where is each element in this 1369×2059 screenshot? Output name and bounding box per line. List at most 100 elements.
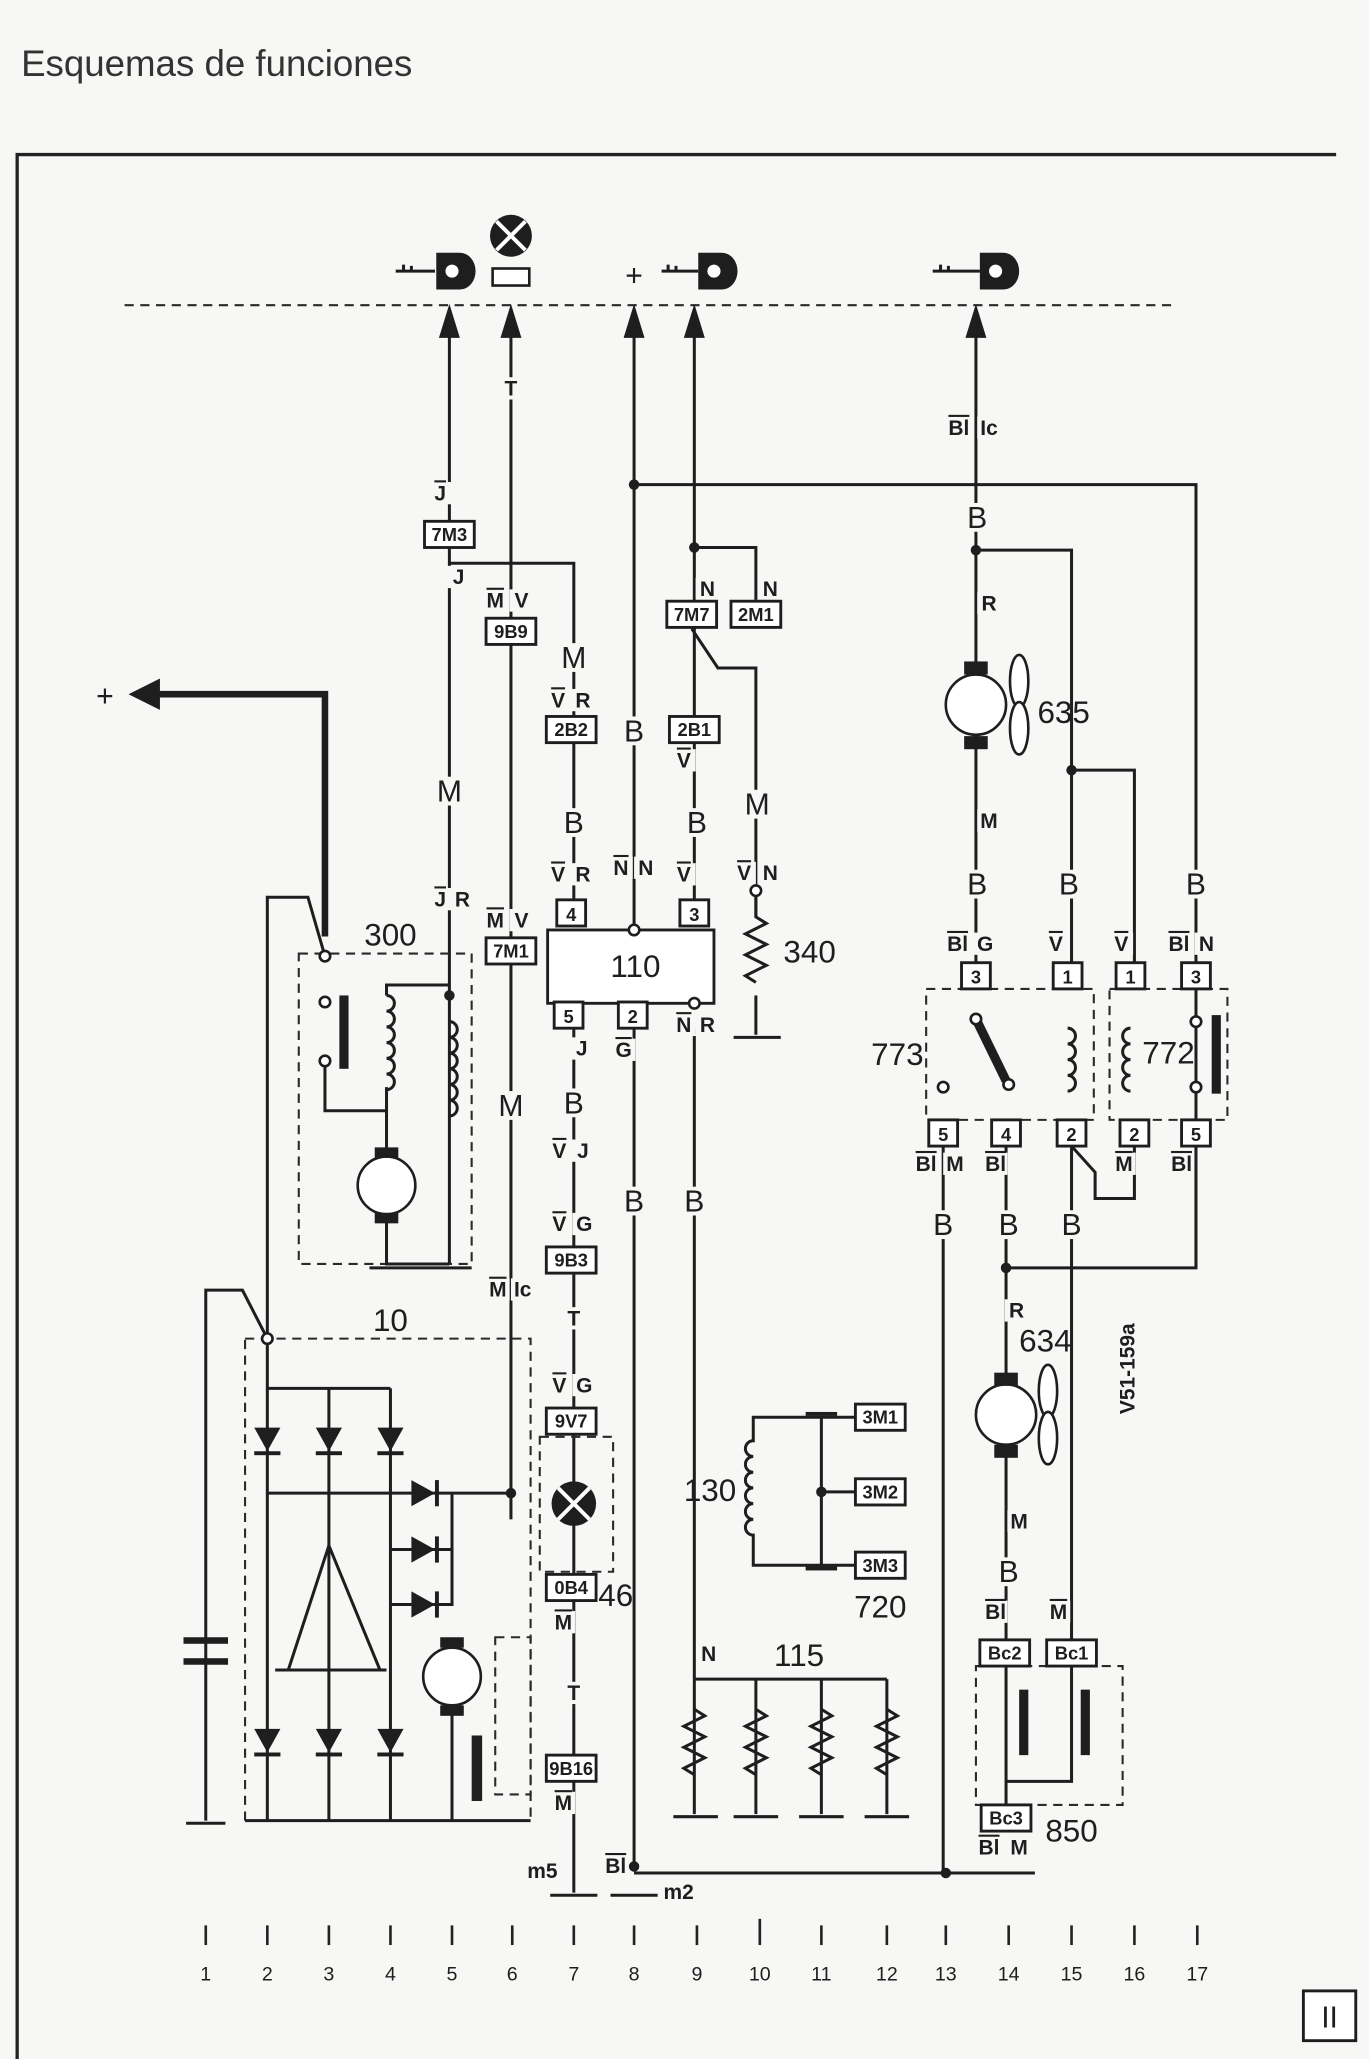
connector xyxy=(665,599,719,629)
connector xyxy=(484,616,538,646)
connector xyxy=(484,936,538,966)
wire-color-label: Bl xyxy=(985,1601,1006,1624)
component-label: 10 xyxy=(373,1303,408,1338)
pin-number: 3 xyxy=(971,967,981,988)
column-number: 17 xyxy=(1186,1963,1208,1985)
wire-color-label: R xyxy=(1009,1300,1024,1323)
wire-label-gap xyxy=(947,416,971,439)
wire-label-gap xyxy=(965,502,990,532)
wire-label-gap xyxy=(695,577,720,600)
wire-label-gap xyxy=(483,589,508,612)
wire-color-label: V xyxy=(1114,933,1128,956)
connector xyxy=(853,1402,907,1432)
fan-motor-635 xyxy=(944,653,1030,756)
column-number: 15 xyxy=(1061,1963,1083,1985)
wire-color-label: M xyxy=(1115,1153,1132,1176)
wire-label-gap xyxy=(499,1091,523,1120)
wire-color-label: R xyxy=(700,1014,715,1037)
pin-box xyxy=(678,898,711,928)
wire-label-gap xyxy=(732,861,756,885)
wire-color-label: M xyxy=(555,1611,572,1634)
wire-color-label: V xyxy=(514,909,528,932)
column-number: 14 xyxy=(998,1963,1020,1985)
wire-label-gap xyxy=(983,1152,1008,1175)
wire-label-gap xyxy=(562,643,586,672)
connector-label: Bc1 xyxy=(1055,1643,1089,1664)
diode-icons xyxy=(254,1427,439,1757)
wire-color-label: G xyxy=(977,933,993,956)
column-number: 6 xyxy=(507,1963,518,1985)
wire-label-gap xyxy=(546,863,570,886)
switch-850 xyxy=(974,1665,1124,1806)
component-label: 772 xyxy=(1142,1036,1194,1071)
connector xyxy=(853,1477,907,1507)
wire-color-label: Bl xyxy=(948,417,969,440)
wire-color-label: Bl xyxy=(916,1153,937,1176)
wire-color-label: G xyxy=(576,1374,592,1397)
wire-color-label: B xyxy=(967,869,987,902)
wire-color-label: B xyxy=(564,1087,584,1120)
wire-color-label: Bl xyxy=(1171,1153,1192,1176)
battery-feed-wire xyxy=(150,690,329,937)
connector-label: 9B3 xyxy=(554,1250,588,1271)
wire-label-gap xyxy=(603,1854,628,1877)
wire-label-gap xyxy=(685,808,709,837)
column-number: 4 xyxy=(385,1963,396,1985)
pin-number: 1 xyxy=(1063,967,1073,988)
wire-color-label: M xyxy=(437,776,462,809)
wire-color-label: N xyxy=(763,578,778,601)
connector xyxy=(978,1638,1032,1668)
column-number: 10 xyxy=(749,1963,771,1985)
wire-color-label: M xyxy=(561,642,586,675)
wire-color-label: N xyxy=(701,1643,716,1666)
wire-color-label: Ic xyxy=(514,1279,532,1302)
wire-color-label: M xyxy=(498,1090,523,1123)
wire-color-label: B xyxy=(564,807,584,840)
wire-color-label: T xyxy=(567,1682,580,1705)
wire-label-gap xyxy=(1059,1210,1084,1240)
wire-color-label: R xyxy=(455,888,470,911)
wire-color-label: M xyxy=(745,789,770,822)
wire-color-label: V xyxy=(552,1213,566,1236)
wire-label-gap xyxy=(973,932,997,955)
wire-label-gap xyxy=(983,1600,1008,1623)
connector-label: 3M1 xyxy=(862,1407,898,1428)
wire-color-label: M xyxy=(1010,1837,1027,1860)
column-number: 12 xyxy=(876,1963,898,1985)
wire-color-label: Bl xyxy=(947,933,968,956)
pin-number: 2 xyxy=(1066,1124,1076,1145)
wire-label-gap xyxy=(977,416,1001,439)
connector xyxy=(544,1572,598,1603)
wire-color-label: G xyxy=(615,1039,631,1062)
wire-label-gap xyxy=(547,1212,572,1236)
connector xyxy=(853,1550,907,1580)
pin-box xyxy=(927,1118,960,1148)
wire-label-gap xyxy=(696,1642,721,1665)
wire-label-gap xyxy=(547,1373,572,1397)
wire-label-gap xyxy=(499,377,523,400)
wire-label-gap xyxy=(1194,932,1219,955)
connector-label: 9B16 xyxy=(549,1758,593,1779)
connector-label: 7M1 xyxy=(493,940,529,961)
wire-color-label: T xyxy=(505,378,518,401)
wire-label-gap xyxy=(571,1139,595,1162)
wire-color-label: B xyxy=(1061,1209,1081,1242)
wire-label-gap xyxy=(572,1373,597,1397)
wire-label-gap xyxy=(977,809,1001,832)
component-label: 850 xyxy=(1045,1814,1097,1849)
wire-color-label: M xyxy=(555,1792,572,1815)
wire-color-label: V xyxy=(514,590,528,613)
wire-color-label: B xyxy=(684,1186,704,1219)
connector xyxy=(544,715,598,745)
wire-color-label: R xyxy=(575,689,590,712)
component-label: 340 xyxy=(783,935,835,970)
component-label: 300 xyxy=(364,918,416,953)
wire-label-gap xyxy=(437,776,462,806)
wire-color-label: M xyxy=(1010,1511,1027,1534)
wire-color-label: M xyxy=(489,1279,506,1302)
wire-label-gap xyxy=(486,1278,510,1301)
connector xyxy=(1045,1638,1098,1668)
wire-label-gap xyxy=(562,1681,586,1705)
wire-color-label: J xyxy=(453,566,465,589)
